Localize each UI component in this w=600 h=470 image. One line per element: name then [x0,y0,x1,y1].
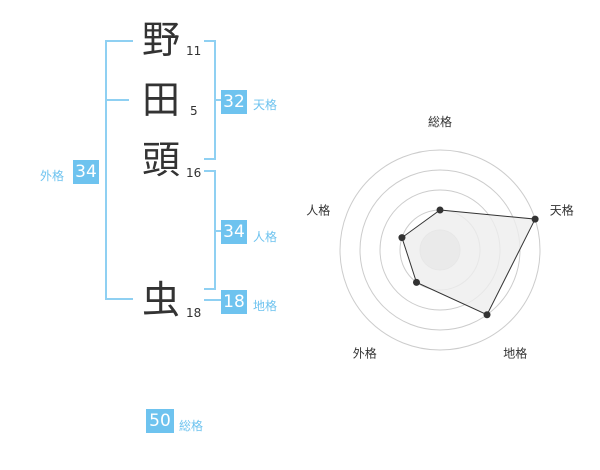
name-char-2: 田 [142,78,181,122]
tenkaku-connector [214,99,222,101]
stroke-count-3: 16 [186,166,202,180]
soukaku-label: 総格 [179,419,204,433]
chikaku-value: 18 [221,290,247,314]
jinkaku-label: 人格 [253,230,278,244]
radar-point-2 [531,215,539,223]
radar-axis-label-5: 人格 [306,202,330,217]
gaikaku-value: 34 [73,160,99,184]
tenkaku-label: 天格 [253,98,278,112]
radar-axis-label-3: 地格 [503,346,527,361]
stroke-count-2: 5 [190,104,198,118]
radar-series-polygon [401,209,536,316]
stroke-count-1: 11 [186,44,202,58]
radar-axis-label-4: 外格 [353,346,377,361]
radar-point-1 [436,206,444,214]
tenkaku-value: 32 [221,90,247,114]
stroke-count-4: 18 [186,306,202,320]
chikaku-connector [204,299,222,301]
name-char-3: 頭 [142,138,181,182]
name-char-1: 野 [142,18,181,62]
radar-axis-label-1: 総格 [428,114,452,129]
gaikaku-label: 外格 [40,169,65,183]
radar-axis-label-2: 天格 [550,202,574,217]
gaikaku-bracket-mid [105,99,129,101]
radar-point-5 [398,234,406,242]
name-char-4: 虫 [142,278,181,322]
chikaku-label: 地格 [253,299,278,313]
soukaku-value: 50 [146,409,174,433]
radar-point-3 [483,311,491,319]
gaikaku-bracket [105,40,133,300]
jinkaku-connector [214,230,222,232]
jinkaku-value: 34 [221,220,247,244]
radar-grid-ring-5 [339,149,541,351]
radar-point-4 [412,278,420,286]
